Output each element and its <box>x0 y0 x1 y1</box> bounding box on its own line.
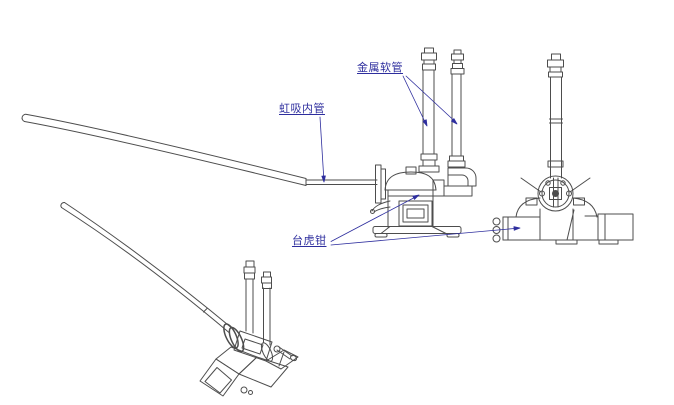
front-hose <box>547 53 564 208</box>
iso-vise <box>199 346 289 397</box>
front-view <box>492 53 634 245</box>
label-siphon-inner-tube: 虹吸内管 <box>279 102 325 115</box>
leader-arrow <box>451 118 458 125</box>
isometric-view <box>60 202 299 397</box>
leader-arrow <box>412 194 420 200</box>
leader-arrow <box>513 226 521 231</box>
label-bench-vise: 台虎钳 <box>292 234 327 247</box>
curved-siphon-tube <box>21 113 378 186</box>
front-flange <box>520 175 591 212</box>
vise-handle <box>370 200 391 214</box>
metal-hose-left <box>418 47 440 173</box>
iso-handle <box>265 345 299 370</box>
label-metal-hose: 金属软管 <box>357 61 403 74</box>
leader-siphon-tube <box>319 116 326 183</box>
leader-metal-hose <box>402 75 458 127</box>
vise-base <box>372 226 462 238</box>
iso-siphon-tube <box>60 202 234 333</box>
leader-lines <box>319 75 521 246</box>
side-view <box>21 47 477 238</box>
pump-body <box>384 166 437 228</box>
leader-arrow <box>321 175 326 183</box>
front-vise-body <box>502 197 634 245</box>
metal-hose-right <box>432 49 477 197</box>
leader-bench-vise <box>330 194 521 246</box>
iso-pump <box>223 323 274 362</box>
iso-hoses <box>243 260 272 346</box>
leader-arrow <box>422 119 428 127</box>
pump-flange <box>375 164 386 204</box>
